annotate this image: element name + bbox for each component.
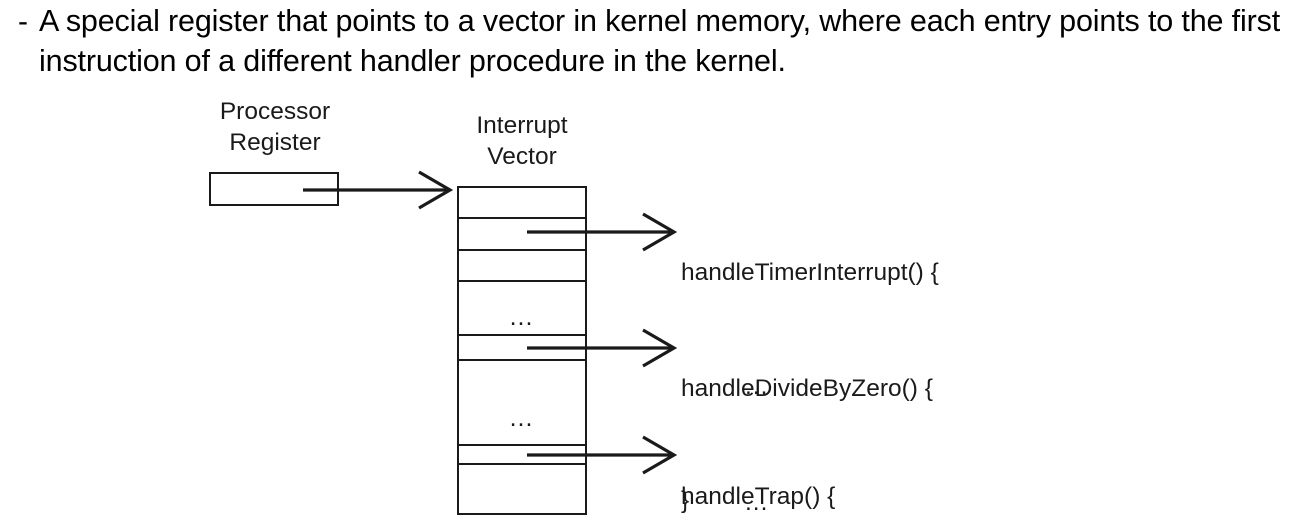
handler-body-ellipsis: ... xyxy=(745,489,769,516)
interrupt-vector-label-line1: Interrupt xyxy=(476,112,568,139)
bullet-text: A special register that points to a vect… xyxy=(39,4,1281,78)
interrupt-vector-label-line2: Vector xyxy=(487,143,557,170)
vector-row xyxy=(457,465,587,516)
interrupt-vector-table: ... ... xyxy=(456,186,587,516)
vector-row-ellipsis: ... xyxy=(509,404,534,432)
handler-close-brace: } xyxy=(681,487,690,514)
handler-signature: handleTimerInterrupt() { xyxy=(681,259,939,286)
interrupt-vector-label: Interrupt Vector xyxy=(459,110,585,172)
processor-register-label-line2: Register xyxy=(229,129,321,156)
bullet-marker: - xyxy=(18,5,28,38)
vector-row xyxy=(456,446,587,465)
handler-block-timer-interrupt: handleTimerInterrupt() { ... } xyxy=(681,178,939,532)
vector-row xyxy=(456,251,587,282)
handler-signature: handleTrap() { xyxy=(681,483,836,510)
vector-row xyxy=(456,219,587,251)
vector-row xyxy=(456,361,587,446)
processor-register-label: Processor Register xyxy=(209,96,341,158)
vector-row xyxy=(456,336,587,361)
handler-signature: handleDivideByZero() { xyxy=(681,375,933,402)
handler-block-divide-by-zero: handleDivideByZero() { ... } xyxy=(681,294,933,532)
handler-body-ellipsis: ... xyxy=(745,373,769,400)
bullet-row: - A special register that points to a ve… xyxy=(18,2,1283,81)
vector-row xyxy=(456,186,587,219)
processor-register-box xyxy=(209,172,339,206)
vector-row-ellipsis: ... xyxy=(509,303,534,331)
processor-register-label-line1: Processor xyxy=(219,98,331,125)
vector-row xyxy=(456,282,587,336)
handler-block-trap: handleTrap() { ... } xyxy=(681,402,835,532)
bullet-paragraph: - A special register that points to a ve… xyxy=(18,2,1283,81)
